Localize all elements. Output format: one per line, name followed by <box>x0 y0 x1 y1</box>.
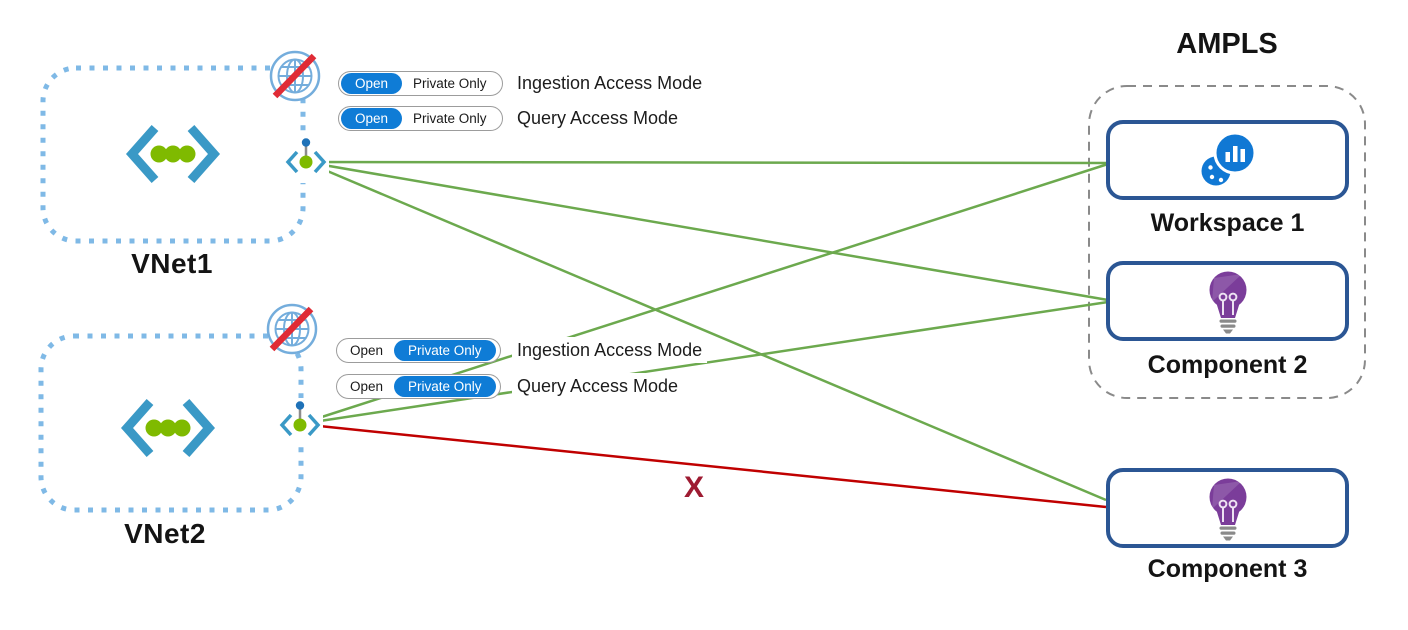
query-access-mode-label: Query Access Mode <box>512 105 684 131</box>
virtual-network-icon <box>120 399 216 457</box>
workspace1-label: Workspace 1 <box>1150 209 1305 237</box>
app-insights-icon <box>1209 478 1246 541</box>
no-internet-globe-icon <box>269 50 321 102</box>
no-internet-globe-icon <box>266 303 318 355</box>
line-vnet2-component2 <box>299 300 1109 426</box>
app-insights-icon <box>1209 271 1246 334</box>
line-vnet2-component3-blocked <box>299 422 1107 509</box>
ingestion-access-mode-label: Ingestion Access Mode <box>512 70 708 96</box>
line-vnet1-component2 <box>305 160 1109 302</box>
line-vnet1-component3 <box>305 160 1107 502</box>
toggle-option-private-only[interactable]: Private Only <box>394 376 496 397</box>
log-analytics-workspace-icon <box>1201 131 1256 186</box>
toggle-option-private-only[interactable]: Private Only <box>413 76 487 91</box>
vnet1-label: VNet1 <box>131 248 213 279</box>
component2-node <box>1106 261 1349 341</box>
workspace1-node <box>1106 120 1349 200</box>
private-endpoint-icon <box>283 135 329 183</box>
vnet2-label: VNet2 <box>124 518 206 549</box>
ampls-boundary <box>1088 85 1366 399</box>
blocked-x-marker: X <box>684 471 705 504</box>
toggle-option-open[interactable]: Open <box>341 108 403 129</box>
virtual-network-icon <box>125 125 221 183</box>
toggle-option-private-only[interactable]: Private Only <box>394 340 496 361</box>
vnet2-query-toggle: Open Private Only <box>336 374 501 399</box>
ingestion-access-mode-label: Ingestion Access Mode <box>512 337 708 363</box>
component2-label: Component 2 <box>1147 351 1308 379</box>
toggle-option-open[interactable]: Open <box>350 379 384 394</box>
vnet1-ingestion-toggle: Open Private Only <box>338 71 503 96</box>
toggle-option-private-only[interactable]: Private Only <box>413 111 487 126</box>
component3-node <box>1106 468 1349 548</box>
toggle-option-open[interactable]: Open <box>341 73 403 94</box>
toggle-option-open[interactable]: Open <box>350 343 384 358</box>
vnet1-query-toggle: Open Private Only <box>338 106 503 131</box>
line-vnet1-workspace1 <box>305 160 1109 165</box>
component3-label: Component 3 <box>1147 555 1308 583</box>
query-access-mode-label: Query Access Mode <box>512 373 684 399</box>
private-endpoint-icon <box>277 398 323 446</box>
vnet2-ingestion-toggle: Open Private Only <box>336 338 501 363</box>
ampls-title: AMPLS <box>1176 28 1278 60</box>
